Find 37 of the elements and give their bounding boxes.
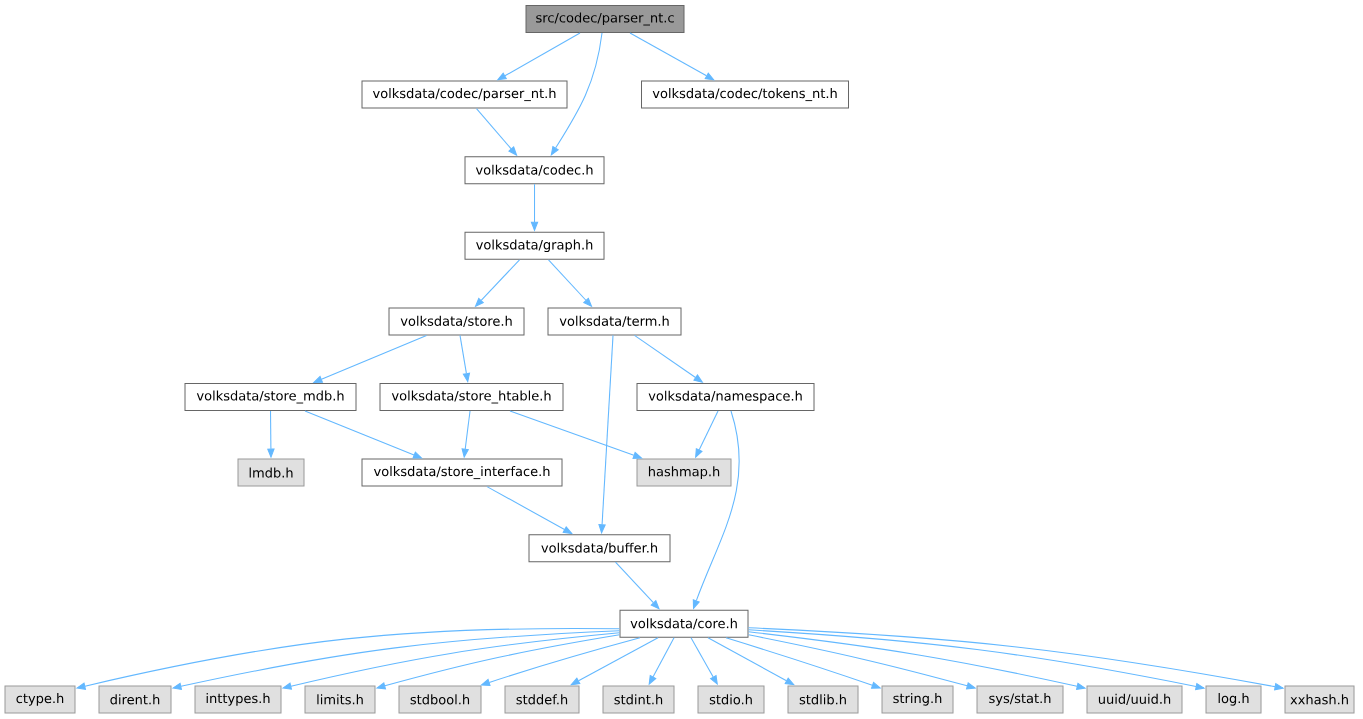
header-file-box: dirent.h	[98, 685, 172, 714]
header-file-box: log.h	[1205, 685, 1262, 714]
header-file-box: volksdata/namespace.h	[636, 383, 815, 411]
header-file-box: volksdata/store_mdb.h	[184, 383, 357, 411]
header-file-box: volksdata/core.h	[619, 609, 749, 638]
arrow	[707, 637, 795, 686]
header-file-box: stdlib.h	[787, 685, 859, 714]
header-file-box: volksdata/store_htable.h	[379, 383, 564, 411]
header-file-box: volksdata/codec/tokens_nt.h	[641, 80, 849, 109]
header-file-box: lmdb.h	[237, 458, 305, 487]
header-file-box: volksdata/store_interface.h	[361, 458, 563, 487]
header-file-box: inttypes.h	[194, 685, 282, 714]
header-file-box: uuid/uuid.h	[1086, 685, 1183, 714]
header-file-box: xxhash.h	[1284, 685, 1355, 714]
arrow	[459, 334, 471, 383]
header-file-box: stdbool.h	[398, 685, 482, 714]
source-file-box: src/codec/parser_nt.c	[525, 5, 685, 33]
header-file-box: volksdata/graph.h	[464, 231, 605, 260]
header-file-box: volksdata/buffer.h	[528, 534, 671, 563]
header-file-box: volksdata/term.h	[547, 307, 682, 336]
arrow	[629, 32, 715, 81]
header-file-box: hashmap.h	[636, 458, 732, 487]
header-file-box: volksdata/store.h	[388, 307, 525, 336]
header-file-box: sys/stat.h	[976, 685, 1064, 714]
arrow	[614, 561, 660, 610]
arrow	[570, 637, 659, 686]
arrow	[304, 410, 423, 459]
header-file-box: volksdata/codec.h	[464, 156, 605, 185]
arrow	[480, 637, 641, 686]
header-file-box: string.h	[881, 685, 954, 714]
header-file-box: ctype.h	[4, 685, 76, 714]
header-file-box: stdio.h	[697, 685, 765, 714]
header-file-box: limits.h	[304, 685, 376, 714]
header-file-box: stddef.h	[504, 685, 580, 714]
arrow	[509, 410, 643, 459]
header-file-box: stdint.h	[602, 685, 675, 714]
header-file-box: volksdata/codec/parser_nt.h	[361, 80, 568, 109]
